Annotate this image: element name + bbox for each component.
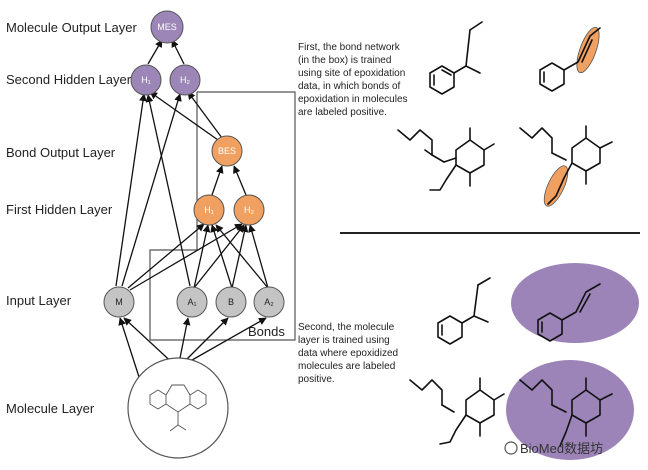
layer-label-bond-output: Bond Output Layer	[6, 145, 116, 160]
svg-text:molecules are labeled: molecules are labeled	[298, 361, 395, 372]
molecule-highlighted-bond-top	[539, 26, 601, 92]
svg-text:data, in which bonds of: data, in which bonds of	[298, 81, 401, 92]
svg-text:BES: BES	[218, 146, 236, 156]
molecule-amphetamine-top	[429, 21, 483, 95]
molecule-epoxidized-ellipse-1	[511, 263, 639, 343]
svg-text:H₁: H₁	[141, 75, 151, 85]
network-edges	[115, 39, 269, 381]
layer-label-molecule: Molecule Layer	[6, 401, 95, 416]
caption-first: First, the bond network (in the box) is …	[298, 42, 408, 118]
svg-text:data where epoxidized: data where epoxidized	[298, 348, 398, 359]
svg-text:layer is trained using: layer is trained using	[298, 335, 390, 346]
svg-text:BioMed数据坊: BioMed数据坊	[520, 441, 603, 456]
molecule-amphetamine-bottom	[437, 277, 491, 345]
svg-text:Second, the molecule: Second, the molecule	[298, 322, 395, 333]
svg-text:MES: MES	[157, 22, 177, 32]
node-a2: A₂	[253, 286, 285, 318]
svg-text:M: M	[115, 297, 123, 307]
node-h2-second-hidden: H₂	[169, 64, 201, 96]
layer-label-molecule-output: Molecule Output Layer	[6, 20, 137, 35]
node-b: B	[215, 286, 247, 318]
node-bes: BES	[211, 135, 243, 167]
caption-second: Second, the molecule layer is trained us…	[298, 322, 398, 385]
svg-text:H₂: H₂	[244, 205, 254, 215]
svg-text:A₂: A₂	[264, 297, 274, 307]
layer-label-first-hidden: First Hidden Layer	[6, 202, 113, 217]
svg-text:First, the bond network: First, the bond network	[298, 42, 401, 53]
molecule-barbiturate-mid-left	[397, 127, 495, 191]
svg-text:using site of epoxidation: using site of epoxidation	[298, 68, 405, 79]
molecule-epoxidized-ellipse-2	[506, 360, 634, 460]
svg-text:(in the box) is trained: (in the box) is trained	[298, 55, 391, 66]
molecule-layer-node	[127, 357, 229, 459]
layer-label-input: Input Layer	[6, 293, 72, 308]
molecule-barbiturate-mid-right	[519, 125, 613, 207]
node-h1-first-hidden: H₁	[193, 194, 225, 226]
node-mes: MES	[150, 10, 184, 44]
svg-text:epoxidation in molecules: epoxidation in molecules	[298, 94, 408, 105]
svg-text:B: B	[228, 297, 234, 307]
node-h2-first-hidden: H₂	[233, 194, 265, 226]
molecule-barbiturate-bottom-left	[409, 377, 505, 445]
layer-label-second-hidden: Second Hidden Layer	[6, 72, 132, 87]
watermark: BioMed数据坊	[504, 441, 603, 456]
svg-text:H₂: H₂	[180, 75, 190, 85]
bonds-label: Bonds	[248, 324, 285, 339]
svg-text:are labeled positive.: are labeled positive.	[298, 107, 387, 118]
svg-text:positive.: positive.	[298, 374, 335, 385]
node-h1-second-hidden: H₁	[130, 64, 162, 96]
node-a1: A₁	[176, 286, 208, 318]
watermark-icon	[504, 441, 518, 455]
svg-text:A₁: A₁	[187, 297, 196, 307]
svg-text:H₁: H₁	[204, 205, 214, 215]
node-m: M	[103, 286, 135, 318]
